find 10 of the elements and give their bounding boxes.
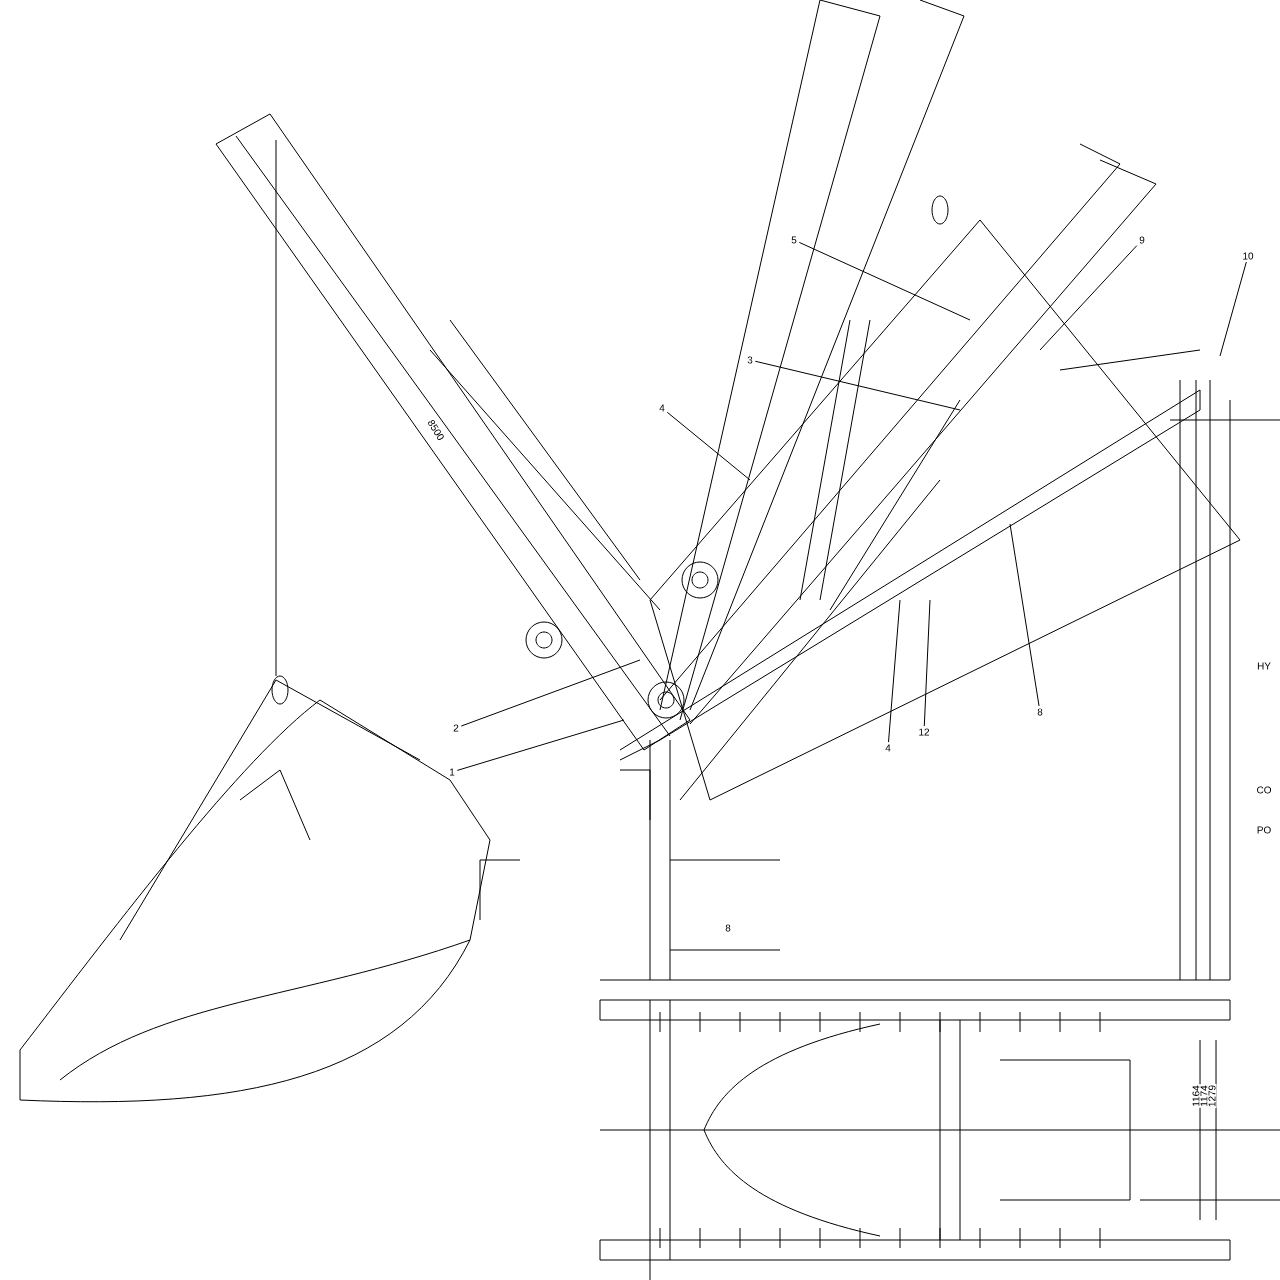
leader-line bbox=[798, 241, 971, 321]
leader-line bbox=[1039, 245, 1138, 351]
leader-line bbox=[923, 599, 931, 727]
leader-line bbox=[666, 411, 751, 481]
leader-line bbox=[460, 659, 641, 727]
leader-line bbox=[754, 360, 961, 411]
leader-line bbox=[1219, 261, 1247, 357]
leader-line bbox=[888, 599, 901, 743]
leader-line bbox=[1009, 523, 1040, 707]
leader-line bbox=[456, 719, 625, 771]
